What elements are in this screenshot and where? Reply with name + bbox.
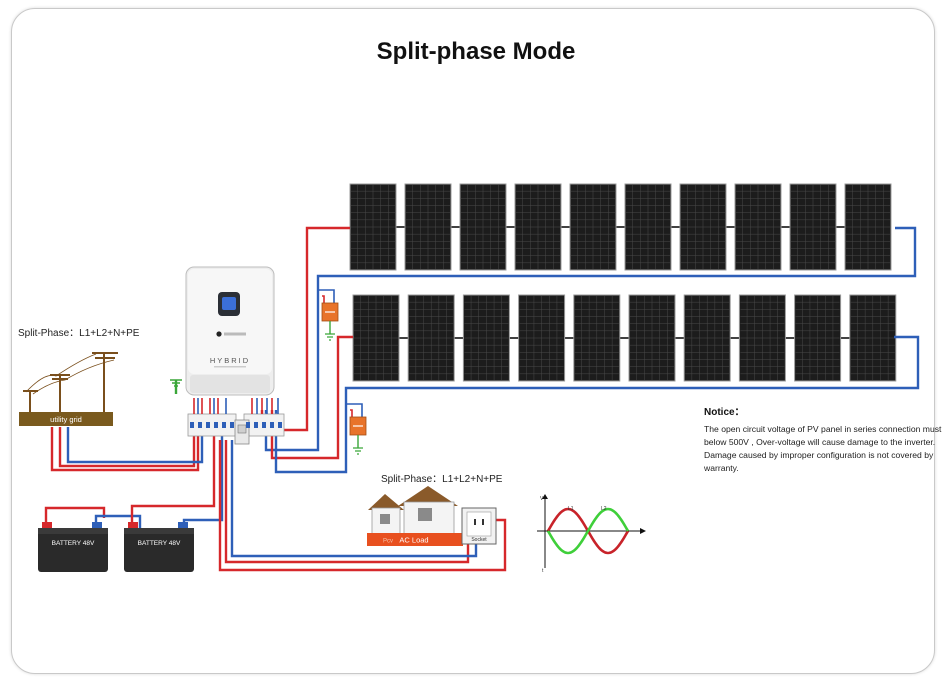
pv-panel (349, 183, 397, 271)
pv-breaker-2 (346, 403, 367, 455)
house-small-icon (368, 494, 404, 535)
pv-string-1 (349, 183, 892, 271)
pv-panel (462, 294, 510, 382)
page-title: Split-phase Mode (376, 38, 576, 65)
l2-sine-wave (546, 507, 630, 555)
pv-panel (794, 294, 842, 382)
axis-t-label: t (542, 568, 544, 574)
battery-link-positive (44, 506, 106, 528)
pv-panel (679, 183, 727, 271)
inverter-ground-icon (170, 379, 182, 387)
grid-l2-wire (58, 415, 196, 468)
ac-load-label: AC Load (399, 536, 428, 545)
pv-panel (352, 294, 400, 382)
pv-panel (844, 183, 892, 271)
pv2-positive-wire (270, 335, 353, 460)
pv2-negative-wire (274, 335, 920, 474)
utility-poles (23, 352, 118, 414)
distribution-breakers (187, 413, 285, 445)
grid-l1-wire (50, 415, 200, 472)
pv-panel (459, 183, 507, 271)
house-large-icon (398, 486, 458, 535)
load-phase-label: Split-Phase：L1+L2+N+PE (381, 474, 503, 485)
pv-string-2 (352, 294, 897, 382)
pv-panel (573, 294, 621, 382)
pv-panel (789, 183, 837, 271)
pv-panel (624, 183, 672, 271)
notice-title: Notice： (704, 407, 745, 418)
pv-panel (849, 294, 897, 382)
pv-panel (628, 294, 676, 382)
pv-panel (683, 294, 731, 382)
inverter-brand-label: HYBRID (210, 356, 250, 365)
l2-label: L2 (601, 506, 607, 512)
pv1-negative-wire (264, 226, 917, 452)
pv-panel (738, 294, 786, 382)
load-l1-wire (224, 440, 470, 564)
battery-positive-wire (130, 415, 216, 528)
pv-panel (514, 183, 562, 271)
socket-label: Socket (471, 537, 487, 543)
grid-neutral-wire (66, 415, 204, 464)
grid-phase-label: Split-Phase：L1+L2+N+PE (18, 328, 140, 339)
utility-grid-label: utility grid (50, 415, 82, 424)
utility-grid-bar (19, 412, 113, 426)
ac-load-bar (367, 533, 463, 546)
socket: Socket (461, 507, 497, 545)
battery-2-label: BATTERY 48V (138, 540, 181, 547)
l1-label: L1 (568, 506, 574, 512)
pv-panel (518, 294, 566, 382)
battery-2: BATTERY 48V (124, 522, 194, 572)
battery-1-label: BATTERY 48V (52, 540, 95, 547)
pv-panel (407, 294, 455, 382)
split-phase-waveform: L1 L2 V t (537, 494, 646, 574)
pv-panel (404, 183, 452, 271)
notice-body: The open circuit voltage of PV panel in … (704, 424, 942, 473)
axis-v-label: V (540, 496, 544, 502)
battery-1: BATTERY 48V (38, 522, 108, 572)
pv-panel (569, 183, 617, 271)
ac-load-mark: Pcv (383, 539, 393, 545)
load-l2-wire (218, 440, 507, 572)
hybrid-inverter: HYBRID (185, 266, 275, 396)
pv-panel (734, 183, 782, 271)
pv-breaker-1 (318, 289, 339, 341)
